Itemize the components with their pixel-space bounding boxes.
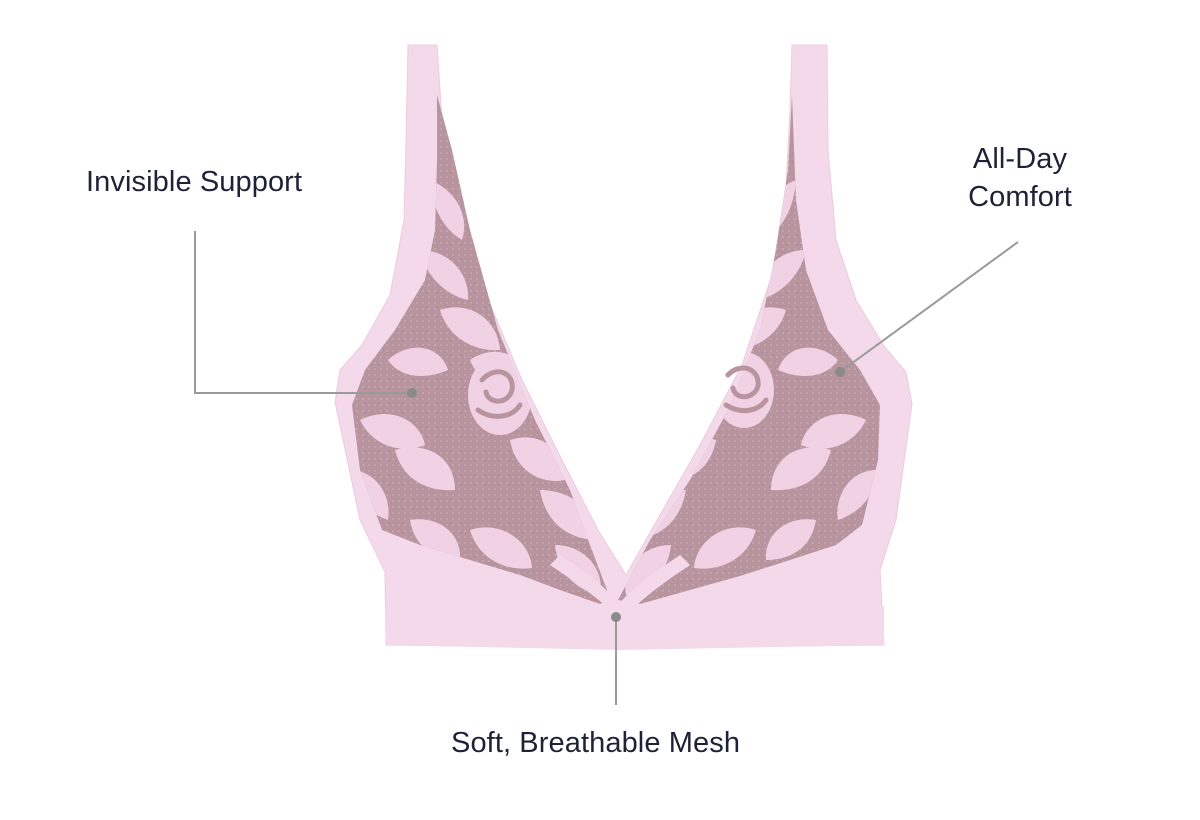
callout-label-mesh: Soft, Breathable Mesh bbox=[451, 724, 740, 762]
callout-support-text: Invisible Support bbox=[86, 166, 303, 198]
leader-dot-comfort bbox=[835, 367, 845, 377]
leader-dots bbox=[407, 367, 845, 622]
leader-dot-support bbox=[407, 388, 417, 398]
left-rose-detail bbox=[475, 369, 523, 419]
callout-comfort-line1: All-Day bbox=[972, 143, 1068, 175]
underband bbox=[385, 606, 884, 650]
leader-dot-mesh bbox=[611, 612, 621, 622]
leader-lines bbox=[194, 231, 1019, 705]
right-rose-detail bbox=[723, 365, 769, 414]
leader-line-comfort bbox=[839, 241, 1019, 373]
callout-mesh-text: Soft, Breathable Mesh bbox=[451, 727, 741, 759]
leader-line-support bbox=[194, 231, 412, 394]
left-lace-pattern bbox=[352, 180, 601, 595]
callout-label-comfort: All-Day Comfort bbox=[940, 140, 1100, 216]
callout-comfort-line2: Comfort bbox=[968, 181, 1072, 213]
callout-label-support: Invisible Support bbox=[86, 163, 302, 201]
